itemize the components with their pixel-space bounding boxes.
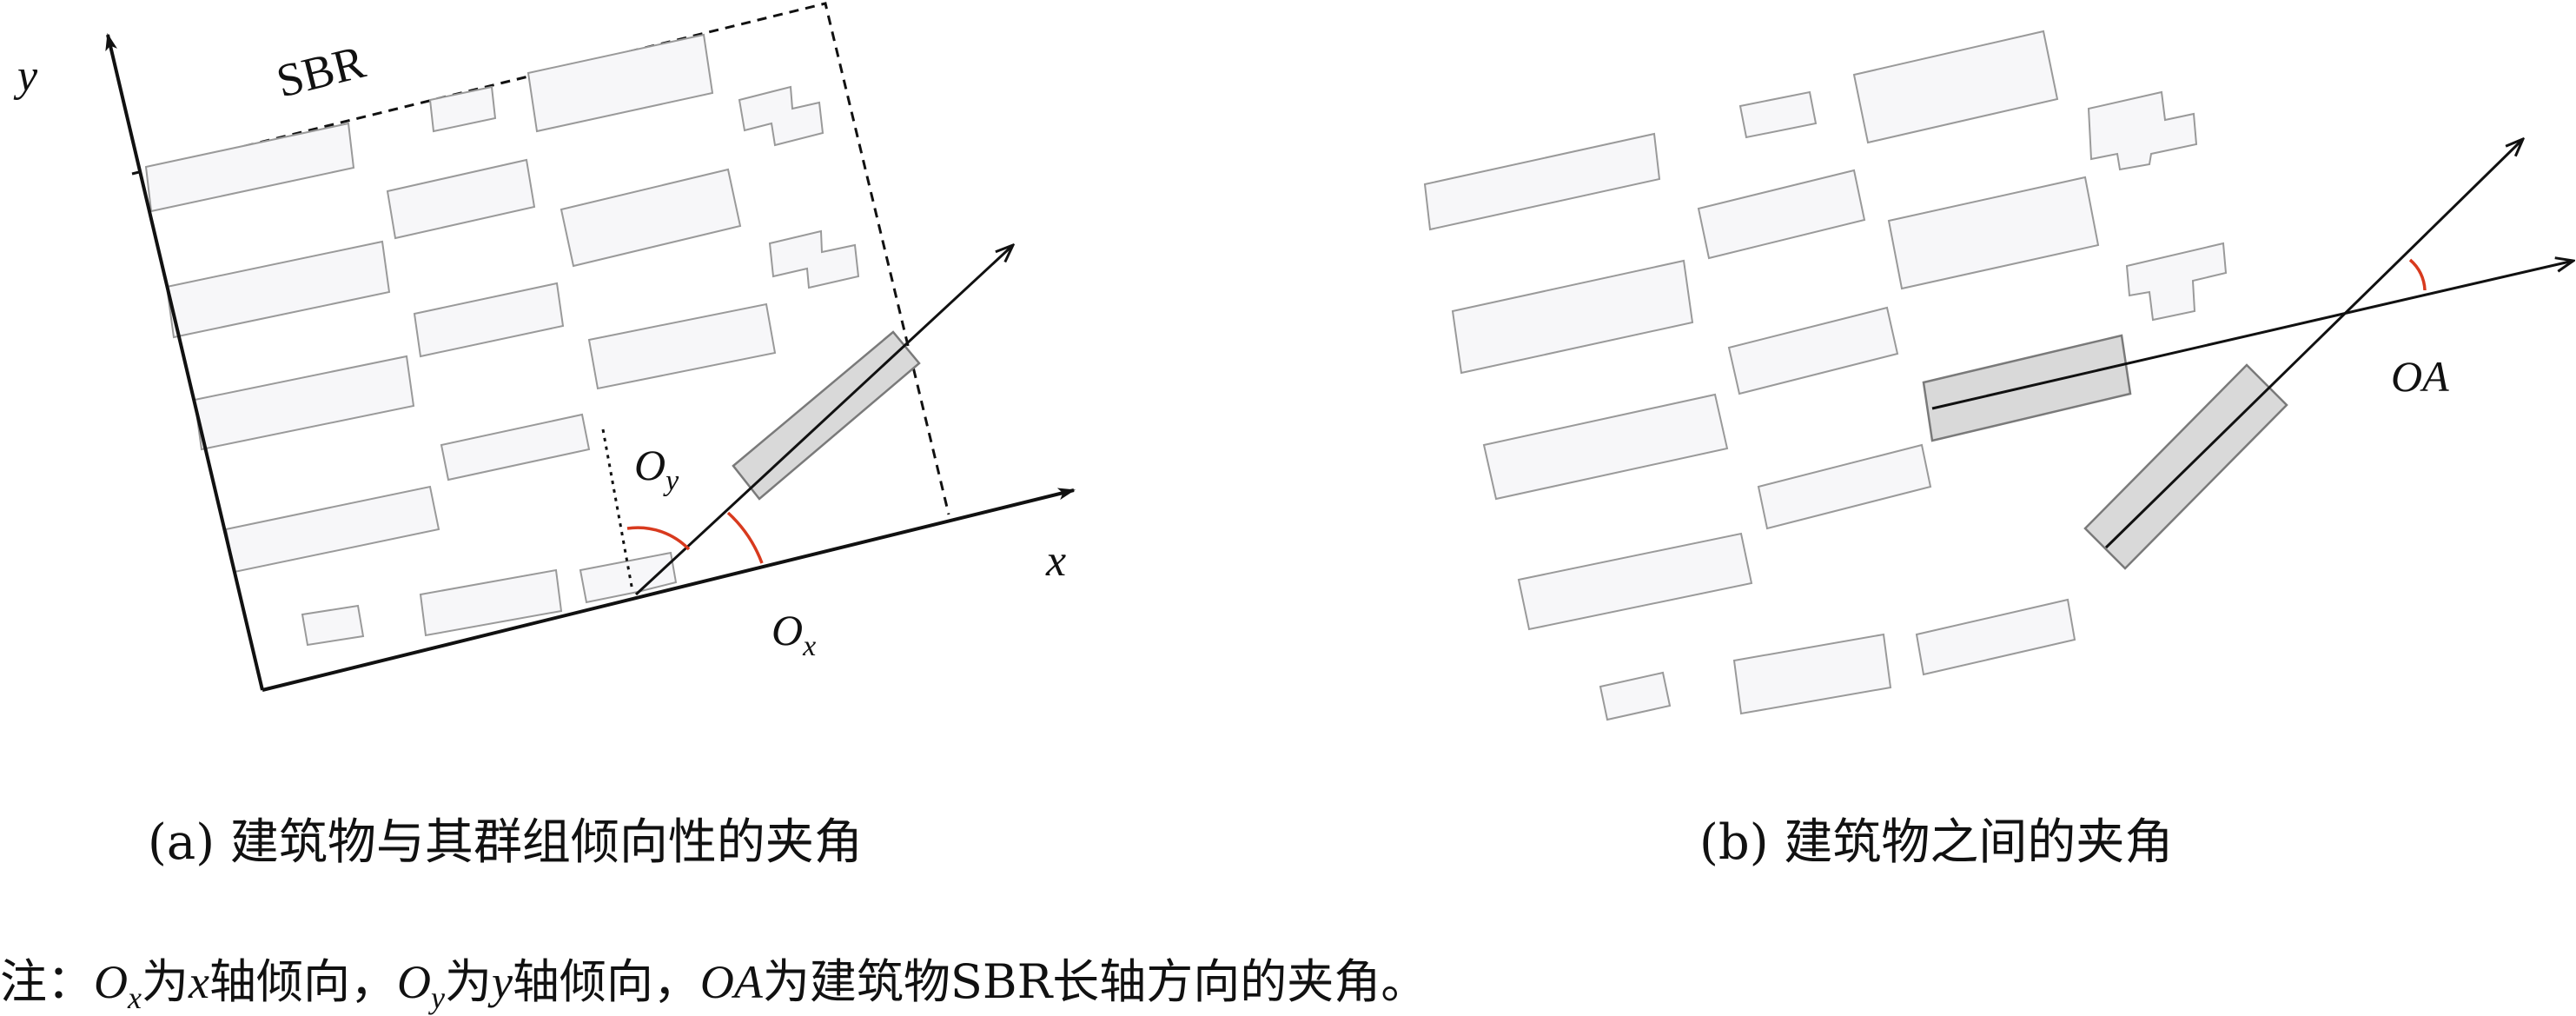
oy-angle-arc [626, 526, 691, 551]
building [1482, 393, 1729, 501]
panel-b-caption: (b) 建筑物之间的夹角 [1699, 814, 2173, 871]
building [1852, 30, 2059, 144]
building [1697, 169, 1866, 260]
panel-a-diagram: SBR y x Oy Ox [13, 2, 1076, 692]
building [386, 158, 536, 240]
note-ox-text: 为 [142, 954, 189, 1009]
building-b-long-axis [2104, 139, 2523, 549]
building [1727, 306, 1899, 395]
note-ox-rest: 轴倾向， [209, 954, 397, 1009]
y-axis [105, 33, 264, 691]
building [301, 604, 365, 647]
oa-angle-arc [2408, 258, 2427, 291]
building [579, 551, 678, 604]
building [413, 282, 565, 358]
target-direction-line [634, 245, 1013, 596]
note-ox-axis: x [188, 956, 209, 1008]
sbr-label: SBR [271, 36, 370, 108]
ox-label: Ox [771, 606, 816, 662]
building [1423, 132, 1661, 231]
note-prefix: 注： [0, 954, 94, 1009]
oa-label: OA [2391, 352, 2449, 401]
building [1451, 259, 1694, 375]
note-oy-main: O [397, 956, 431, 1008]
building [1732, 633, 1892, 715]
oy-label-sub: y [663, 465, 679, 497]
note-ox-main: O [94, 956, 128, 1008]
ox-angle-arc [726, 511, 764, 564]
building [1757, 443, 1932, 530]
building [1599, 671, 1672, 721]
target-building-horizontal [1922, 334, 2132, 442]
building [193, 355, 415, 451]
building-group-a [144, 33, 860, 647]
building [560, 168, 742, 268]
note-oy-rest: 轴倾向， [513, 954, 700, 1009]
note-oa-main: OA [700, 956, 764, 1008]
building [428, 85, 497, 133]
building [2087, 90, 2198, 171]
note-oy-axis: y [487, 956, 513, 1008]
building [224, 485, 440, 574]
note-ox-sub: x [127, 980, 142, 1015]
panel-b-diagram: OA [1423, 30, 2573, 721]
note-oa-rest: 为建筑物SBR长轴方向的夹角。 [763, 954, 1427, 1009]
note-oy-sub: y [428, 980, 445, 1015]
building [1915, 598, 2076, 676]
building [419, 568, 563, 637]
ox-label-sub: x [802, 630, 816, 662]
oy-reference-line [601, 428, 634, 592]
panel-a-caption: (a) 建筑物与其群组倾向性的夹角 [148, 814, 863, 871]
oy-label: Oy [634, 441, 679, 497]
figure-note: 注：Ox为x轴倾向，Oy为y轴倾向，OA为建筑物SBR长轴方向的夹角。 [0, 954, 1427, 1015]
y-axis-label: y [13, 51, 38, 101]
oy-label-main: O [634, 441, 666, 489]
building [526, 33, 714, 133]
building [165, 240, 391, 339]
building-group-b [1423, 30, 2228, 721]
building [587, 302, 777, 390]
building [1887, 176, 2100, 290]
note-oy-text: 为 [445, 954, 492, 1009]
building [440, 413, 591, 481]
x-axis-label: x [1045, 536, 1066, 586]
building [144, 122, 355, 213]
building [1738, 90, 1818, 139]
x-axis [262, 488, 1076, 692]
building-a-long-axis [1931, 261, 2573, 410]
building [1517, 532, 1753, 631]
ox-label-main: O [771, 606, 803, 654]
building [768, 229, 860, 289]
building [2125, 242, 2228, 322]
building [738, 85, 824, 147]
